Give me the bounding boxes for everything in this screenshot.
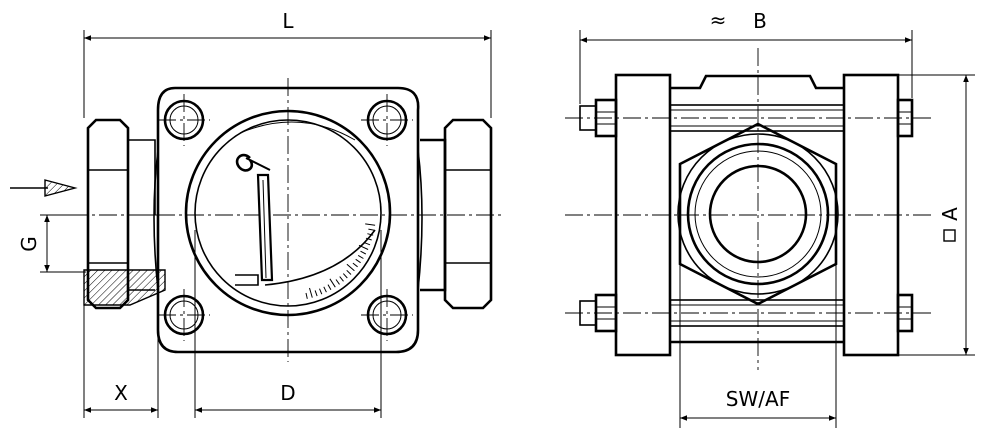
thread-outer-circle bbox=[686, 142, 830, 286]
scale-tick bbox=[364, 242, 371, 246]
dimension-L: L bbox=[83, 9, 492, 118]
label-A: A bbox=[938, 207, 962, 221]
scale-tick bbox=[346, 263, 355, 272]
dimension-X: X bbox=[83, 300, 159, 418]
left-pipe-connection bbox=[83, 118, 166, 310]
thread-inner-circle bbox=[694, 150, 822, 278]
bolt-top-right bbox=[361, 94, 413, 146]
front-view bbox=[70, 78, 505, 362]
scale-tick bbox=[305, 292, 308, 299]
dimension-A: A bbox=[898, 74, 975, 356]
upper-tie-rod bbox=[669, 104, 845, 132]
label-L: L bbox=[282, 9, 294, 33]
bolt-bottom-right bbox=[361, 289, 413, 341]
right-flange-plate bbox=[842, 73, 900, 357]
scale-tick bbox=[365, 237, 372, 241]
body-neck-right bbox=[417, 149, 423, 291]
scale-tick bbox=[360, 250, 367, 255]
scale-tick bbox=[367, 233, 374, 236]
dimension-D: D bbox=[194, 230, 382, 418]
scale-tick bbox=[342, 273, 348, 279]
side-view bbox=[565, 48, 935, 370]
scale-tick bbox=[319, 288, 323, 295]
section-hatch bbox=[83, 269, 166, 306]
scale-tick bbox=[365, 223, 376, 226]
scale-tick bbox=[358, 244, 369, 250]
scale-tick bbox=[309, 287, 313, 298]
nut-lower-right bbox=[896, 293, 914, 333]
scale-tick bbox=[339, 276, 344, 282]
label-B: B bbox=[753, 9, 767, 33]
sight-glass-reflection bbox=[239, 121, 356, 141]
nut-upper-left bbox=[579, 98, 618, 138]
left-flange-plate bbox=[614, 73, 672, 357]
label-X: X bbox=[114, 381, 128, 405]
valve-body-flange bbox=[156, 86, 420, 354]
body-top-shoulder bbox=[670, 74, 844, 90]
scale-tick bbox=[314, 290, 318, 297]
dimension-B: ≈ B bbox=[579, 8, 913, 104]
scale-tick bbox=[357, 254, 364, 259]
label-SW-AF: SW/AF bbox=[726, 387, 790, 411]
scale-tick bbox=[368, 228, 375, 231]
nut-lower-left bbox=[579, 293, 618, 333]
scale-tick bbox=[323, 286, 327, 293]
scale-tick bbox=[352, 262, 358, 268]
scale-tick bbox=[355, 258, 361, 264]
nut-upper-right bbox=[896, 98, 914, 138]
bolt-top-left bbox=[158, 94, 210, 146]
sight-glass-outer bbox=[184, 109, 392, 317]
flow-direction-arrow bbox=[10, 179, 78, 197]
body-neck-left bbox=[153, 149, 159, 291]
right-pipe-connection bbox=[420, 118, 493, 310]
bolt-bottom-left bbox=[158, 289, 210, 341]
sight-glass-inner bbox=[194, 119, 382, 307]
label-D: D bbox=[280, 381, 295, 405]
scale-tick bbox=[335, 279, 340, 285]
label-G: G bbox=[17, 236, 41, 252]
dimension-G: G bbox=[17, 214, 86, 273]
scale-tick bbox=[329, 278, 336, 288]
dimension-SW-AF: SW/AF bbox=[679, 264, 837, 428]
scale-tick bbox=[327, 284, 332, 291]
lower-tie-rod bbox=[669, 299, 845, 327]
bore-circle bbox=[708, 164, 808, 264]
flow-scale bbox=[264, 223, 376, 299]
square-symbol-icon bbox=[943, 229, 956, 242]
flap-indicator bbox=[235, 153, 274, 286]
hexagon-connection bbox=[678, 122, 838, 306]
label-approx: ≈ bbox=[710, 8, 727, 32]
scale-tick bbox=[346, 269, 352, 275]
hex-chamfer-circle bbox=[677, 133, 839, 295]
